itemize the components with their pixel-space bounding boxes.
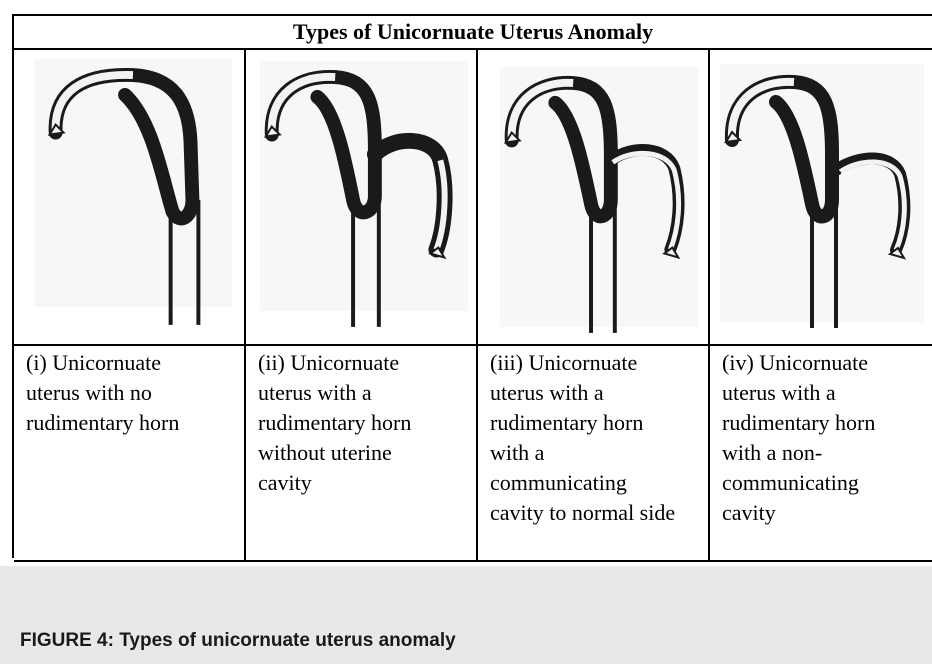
illustration-cell-2 — [246, 50, 478, 344]
illustration-row — [14, 50, 932, 346]
type-iv-label: (iv) Unicornuate uterus with a rudimenta… — [710, 346, 930, 528]
caption-row: (i) Unicornuate uterus with no rudimenta… — [14, 346, 932, 562]
illustration-cell-4 — [710, 50, 930, 344]
type-i-label: (i) Unicornuate uterus with no rudimenta… — [14, 346, 244, 438]
illustration-cell-1 — [14, 50, 246, 344]
caption-cell-3: (iii) Unicornuate uterus with a rudiment… — [478, 346, 710, 560]
illustration-cell-3 — [478, 50, 710, 344]
figure-caption: FIGURE 4: Types of unicornuate uterus an… — [20, 630, 456, 652]
figure-table: Types of Unicornuate Uterus Anomaly — [12, 14, 932, 558]
caption-cell-2: (ii) Unicornuate uterus with a rudimenta… — [246, 346, 478, 560]
type-ii-label: (ii) Unicornuate uterus with a rudimenta… — [246, 346, 476, 498]
caption-cell-1: (i) Unicornuate uterus with no rudimenta… — [14, 346, 246, 560]
caption-cell-4: (iv) Unicornuate uterus with a rudimenta… — [710, 346, 930, 560]
uterus-horn-no-cavity-illustration — [246, 50, 476, 344]
uterus-no-horn-illustration — [14, 50, 244, 344]
uterus-noncommunicating-horn-illustration — [710, 50, 930, 344]
uterus-communicating-horn-illustration — [478, 50, 708, 344]
type-iii-label: (iii) Unicornuate uterus with a rudiment… — [478, 346, 708, 528]
table-title: Types of Unicornuate Uterus Anomaly — [14, 16, 932, 50]
